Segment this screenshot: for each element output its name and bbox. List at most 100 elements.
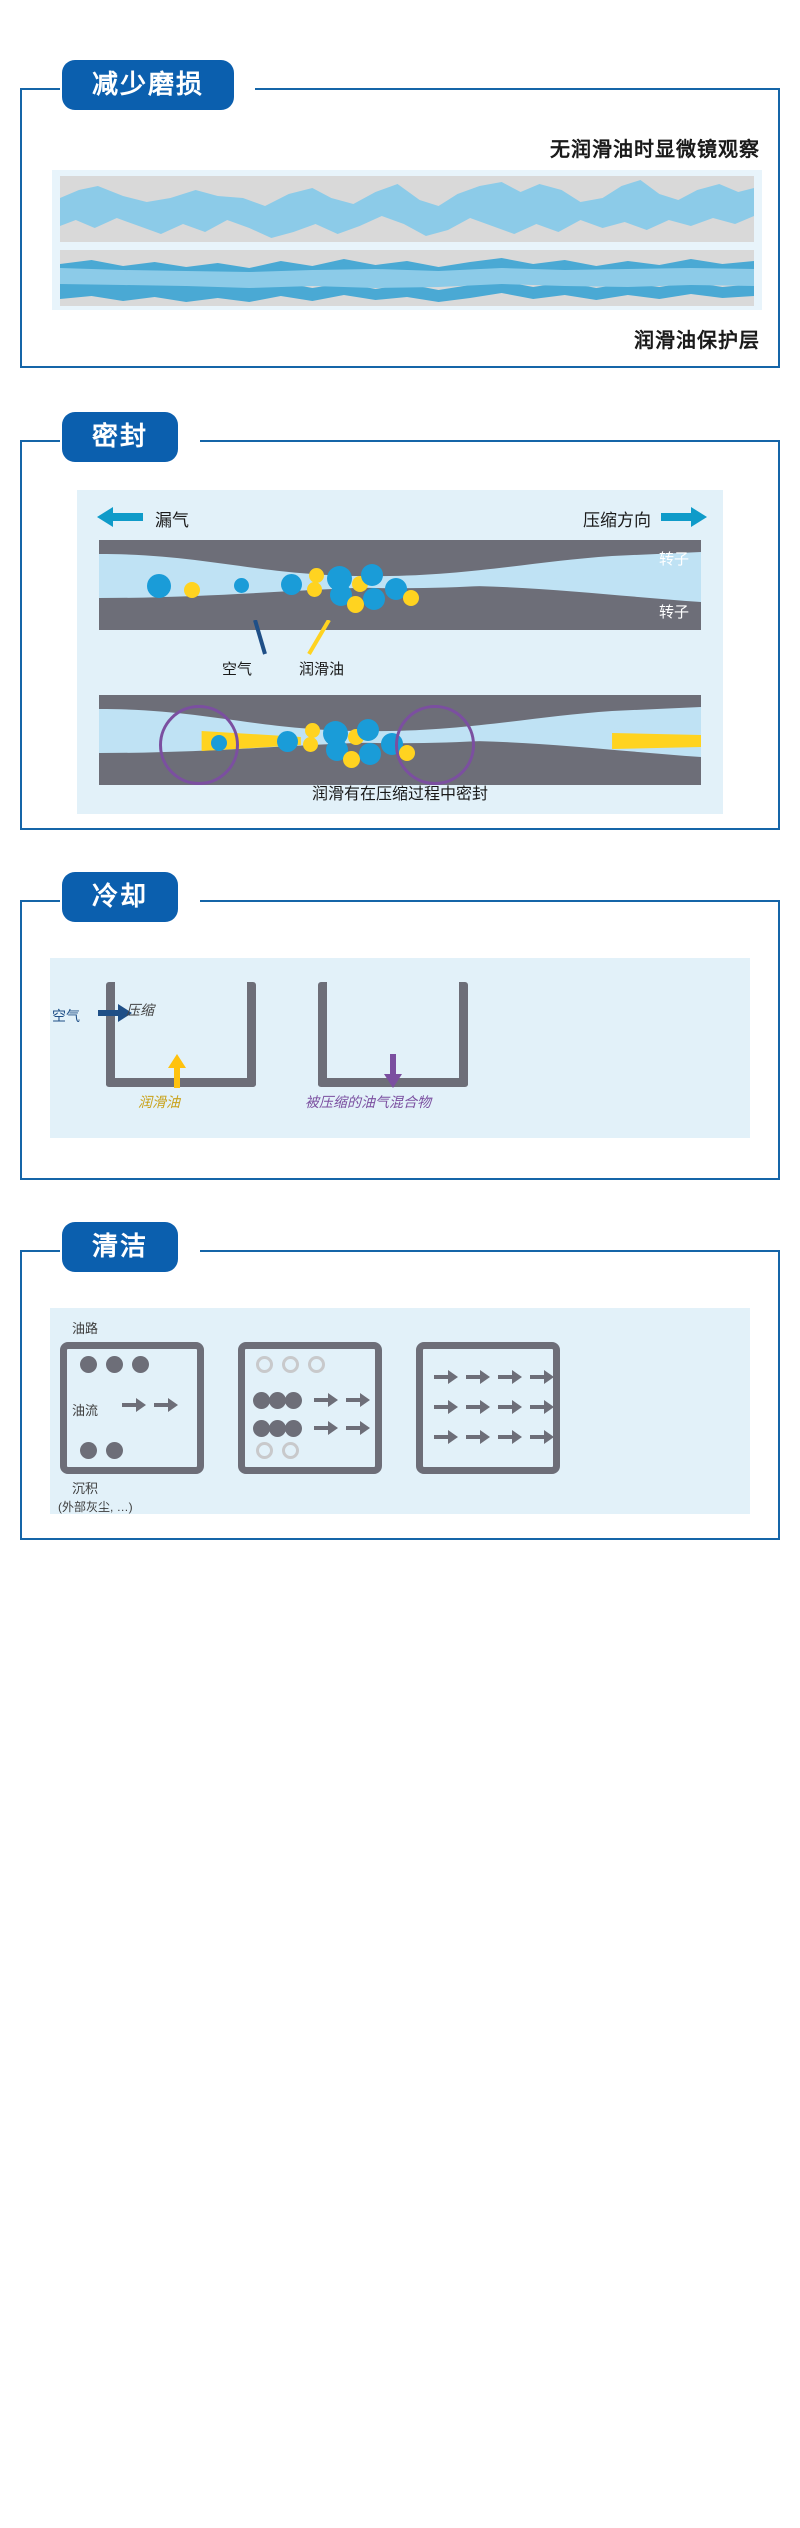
air-inlet-arrow-icon bbox=[98, 1004, 132, 1022]
label-air-inlet: 空气 bbox=[52, 1008, 80, 1024]
label-without-lubricant: 无润滑油时显微镜观察 bbox=[550, 139, 760, 161]
air-particle bbox=[330, 584, 352, 606]
card-reduce-wear: 减少磨损 无润滑油时显微镜观察 润滑油保护层 bbox=[20, 60, 780, 368]
compression-arrow-icon bbox=[661, 507, 707, 527]
flow-arrow-icon bbox=[498, 1400, 522, 1414]
cleaned-spot bbox=[282, 1442, 299, 1459]
air-particle bbox=[363, 588, 385, 610]
cooling-stage: 空气 压缩 润滑油 被压缩的油气混合物 bbox=[50, 958, 750, 1138]
flow-arrow-icon bbox=[346, 1393, 370, 1407]
microscope-panel bbox=[52, 170, 762, 310]
label-deposit-sub: (外部灰尘, …) bbox=[58, 1500, 133, 1514]
air-particle bbox=[281, 574, 302, 595]
label-leak: 漏气 bbox=[155, 511, 189, 530]
oil-particle bbox=[343, 751, 360, 768]
deposit-particle bbox=[80, 1356, 97, 1373]
lubricated-contact-svg bbox=[60, 258, 754, 302]
carried-particle bbox=[253, 1392, 270, 1409]
cleaned-spot bbox=[256, 1356, 273, 1373]
carried-particle bbox=[269, 1392, 286, 1409]
flow-arrow-icon bbox=[530, 1370, 554, 1384]
oil-particle bbox=[347, 596, 364, 613]
air-particle bbox=[234, 578, 249, 593]
sealing-arrow-row: 漏气 压缩方向 bbox=[77, 502, 723, 532]
sealing-stage: 漏气 压缩方向 bbox=[77, 490, 723, 814]
flow-arrow-icon bbox=[466, 1370, 490, 1384]
card-title-sealing: 密封 bbox=[62, 412, 179, 462]
mixture-arrow-icon bbox=[384, 1054, 402, 1088]
oil-particle bbox=[303, 737, 318, 752]
flow-arrow-icon bbox=[466, 1400, 490, 1414]
deposit-particle bbox=[132, 1356, 149, 1373]
cleaned-spot bbox=[282, 1356, 299, 1373]
label-oil-flow: 油流 bbox=[72, 1403, 99, 1418]
carried-particle bbox=[285, 1420, 302, 1437]
flow-arrow-icon bbox=[498, 1430, 522, 1444]
cleaning-stage: 油路 油流 沉积 (外部灰尘, …) bbox=[50, 1308, 750, 1514]
rotor-gap-upper: 转子 转子 bbox=[99, 540, 701, 630]
label-compression-direction: 压缩方向 bbox=[583, 511, 651, 530]
dry-contact-svg bbox=[60, 180, 754, 238]
carried-particle bbox=[269, 1420, 286, 1437]
deposit-particle bbox=[80, 1442, 97, 1459]
flow-arrow-icon bbox=[498, 1370, 522, 1384]
card-title-cooling: 冷却 bbox=[62, 872, 179, 922]
flow-arrow-icon bbox=[346, 1421, 370, 1435]
flow-arrow-icon bbox=[434, 1400, 458, 1414]
oil-injection-arrow-icon bbox=[168, 1054, 186, 1088]
flow-arrow-icon bbox=[314, 1393, 338, 1407]
surface-lubricated bbox=[60, 250, 754, 306]
surface-dry bbox=[60, 176, 754, 242]
label-lubricant-film: 润滑油保护层 bbox=[634, 330, 760, 352]
flow-arrow-icon bbox=[434, 1370, 458, 1384]
flow-arrow-icon bbox=[530, 1400, 554, 1414]
oil-channel-stage-2 bbox=[238, 1342, 382, 1474]
highlight-circle-right bbox=[395, 705, 475, 785]
flow-arrow-icon bbox=[154, 1398, 178, 1412]
card-sealing: 密封 漏气 压缩方向 bbox=[20, 412, 780, 830]
flow-arrow-icon bbox=[314, 1421, 338, 1435]
cleaned-spot bbox=[308, 1356, 325, 1373]
flow-arrow-icon bbox=[122, 1398, 146, 1412]
flow-arrow-icon bbox=[434, 1430, 458, 1444]
label-rotor-bottom: 转子 bbox=[658, 604, 689, 621]
rotor-gap-lower bbox=[99, 695, 701, 785]
air-particle bbox=[357, 719, 379, 741]
legend-oil: 润滑油 bbox=[299, 661, 345, 678]
carried-particle bbox=[285, 1392, 302, 1409]
sealing-caption: 润滑有在压缩过程中密封 bbox=[311, 786, 488, 803]
label-oil-path: 油路 bbox=[72, 1321, 99, 1336]
cleaned-spot bbox=[256, 1442, 273, 1459]
air-particle bbox=[147, 574, 171, 598]
card-cleaning: 清洁 油路 油流 沉积 (外部灰尘, …) bbox=[20, 1222, 780, 1540]
rotor-gap-upper-svg bbox=[99, 540, 701, 630]
oil-particle bbox=[403, 590, 419, 606]
carried-particle bbox=[253, 1420, 270, 1437]
oil-channel-stage-1 bbox=[60, 1342, 204, 1474]
card-title-cleaning: 清洁 bbox=[62, 1222, 179, 1272]
leak-arrow-icon bbox=[97, 507, 143, 527]
deposit-particle bbox=[106, 1356, 123, 1373]
highlight-circle-left bbox=[159, 705, 239, 785]
card-cooling: 冷却 空气 压缩 润滑油 被压缩的油气混合物 bbox=[20, 872, 780, 1180]
oil-particle bbox=[184, 582, 200, 598]
air-particle bbox=[385, 578, 407, 600]
label-rotor-top: 转子 bbox=[658, 551, 689, 568]
label-compressed-mixture: 被压缩的油气混合物 bbox=[305, 1094, 431, 1110]
deposit-particle bbox=[106, 1442, 123, 1459]
legend-leader-lines bbox=[253, 620, 331, 656]
label-oil: 润滑油 bbox=[138, 1094, 180, 1110]
flow-arrow-icon bbox=[530, 1430, 554, 1444]
air-particle bbox=[361, 564, 383, 586]
air-particle bbox=[359, 743, 381, 765]
air-particle bbox=[277, 731, 298, 752]
oil-particle bbox=[305, 723, 320, 738]
label-deposit: 沉积 bbox=[72, 1481, 99, 1496]
compression-chamber-left bbox=[106, 982, 256, 1087]
flow-arrow-icon bbox=[466, 1430, 490, 1444]
card-title-reduce-wear: 减少磨损 bbox=[62, 60, 235, 110]
legend-air: 空气 bbox=[222, 661, 253, 678]
oil-particle bbox=[309, 568, 324, 583]
label-compression: 压缩 bbox=[126, 1002, 154, 1018]
